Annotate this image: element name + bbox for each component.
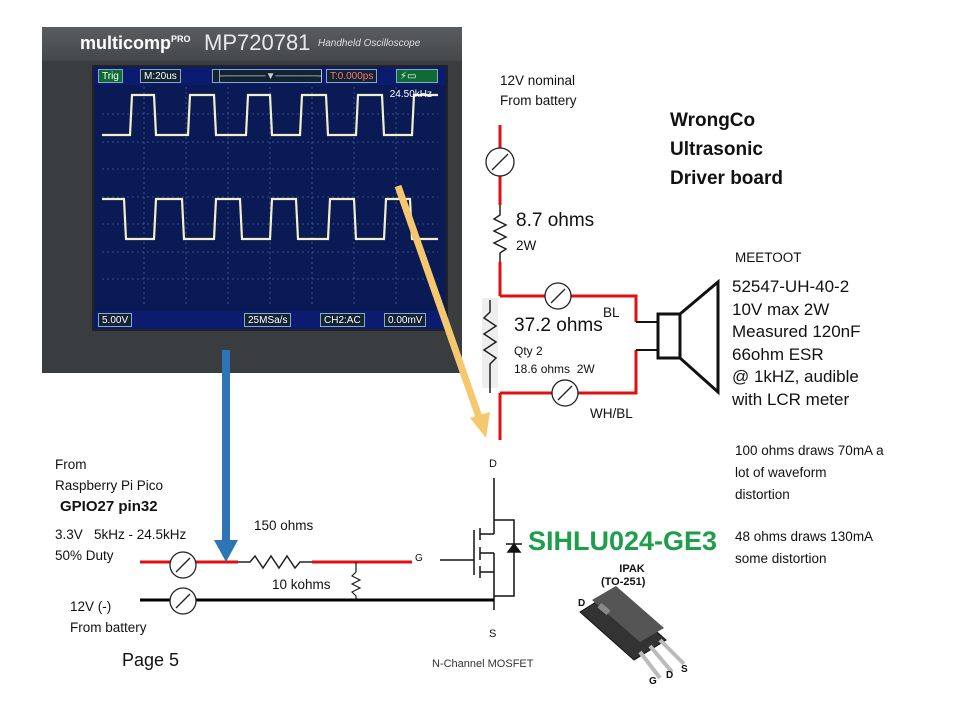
scope-brand: multicompPRO: [80, 33, 191, 53]
package-pin-g: G: [649, 676, 657, 687]
whbl-wire-label: WH/BL: [590, 406, 633, 421]
signal-spec-label: 3.3V 5kHz - 24.5kHz 50% Duty: [55, 527, 187, 563]
gpio-label: GPIO27 pin32: [60, 498, 158, 515]
sample-rate-readout: 25MSa/s: [244, 313, 292, 327]
scope-top-bar: Trig M:20us ├──────▼──────┤ T:0.000ps ⚡▭: [94, 67, 446, 85]
package-pin-s: S: [681, 664, 688, 675]
ground-label: 12V (-) From battery: [70, 599, 147, 635]
whbl-terminal: [551, 379, 579, 407]
board-title: WrongCo Ultrasonic Driver board: [670, 110, 783, 189]
package-code: (TO-251): [601, 576, 646, 588]
drain-pin-label: D: [489, 458, 497, 470]
pulldown-resistor-label: 10 kohms: [272, 577, 331, 592]
ch1-scale-readout: 5.00V: [98, 313, 133, 327]
trig-badge: Trig: [98, 69, 123, 83]
trigger-time-readout: T:0.000ps: [326, 69, 378, 83]
r2-value-label: 37.2 ohms: [514, 315, 603, 336]
oscilloscope-photo: multicompPRO MP720781 Handheld Oscillosc…: [42, 27, 462, 373]
battery-icon: ⚡▭: [396, 69, 438, 83]
note-100-ohms: 100 ohms draws 70mA a lot of waveform di…: [735, 443, 884, 502]
gate-terminal: [169, 551, 197, 579]
supply-label: 12V nominal From battery: [500, 73, 577, 108]
bl-terminal: [544, 282, 572, 310]
speaker-brand-label: MEETOOT: [735, 250, 802, 265]
scope-model: MP720781: [204, 30, 311, 55]
ch2-value-readout: 0.00mV: [384, 313, 427, 327]
ch2-scale-readout: CH2:AC: [320, 313, 365, 327]
mosfet-part-number: SIHLU024-GE3: [528, 526, 718, 556]
resistor-10-kohm: [350, 571, 362, 600]
frequency-readout: 24.50kHz: [389, 89, 432, 100]
ipak-package-image: [579, 586, 686, 680]
yellow-arrow: [394, 184, 490, 438]
gate-resistor-label: 150 ohms: [254, 518, 314, 533]
package-pin-d: D: [578, 598, 586, 609]
page-number: Page 5: [122, 650, 180, 670]
scope-screen: Trig M:20us ├──────▼──────┤ T:0.000ps ⚡▭: [92, 65, 448, 331]
speaker-icon: [656, 278, 720, 396]
blue-arrow: [214, 350, 238, 562]
r2-detail-label: Qty 2 18.6 ohms 2W: [514, 344, 595, 376]
timebase-readout: M:20us: [140, 69, 181, 83]
note-48-ohms: 48 ohms draws 130mA some distortion: [735, 529, 874, 566]
package-pin-d2: D: [666, 670, 674, 681]
scope-waveforms: [102, 87, 438, 307]
memory-bar: ├──────▼──────┤: [212, 69, 325, 83]
mosfet-symbol: [440, 519, 522, 610]
scope-plot: 24.50kHz: [102, 87, 438, 307]
scope-header: multicompPRO MP720781 Handheld Oscillosc…: [42, 27, 462, 61]
scope-bottom-bar: 5.00V 25MSa/s CH2:AC 0.00mV: [94, 311, 446, 329]
gate-pin-label: G: [415, 553, 423, 564]
resistor-37-2-ohm: [482, 300, 498, 388]
mosfet-type-label: N-Channel MOSFET: [432, 658, 534, 670]
r1-power-label: 2W: [516, 238, 537, 253]
ground-terminal: [169, 587, 197, 615]
bl-wire-label: BL: [603, 305, 620, 320]
pico-source-label: From Raspberry Pi Pico: [55, 457, 164, 493]
source-pin-label: S: [489, 628, 497, 640]
scope-subtitle: Handheld Oscilloscope: [318, 38, 421, 49]
r1-value-label: 8.7 ohms: [516, 210, 595, 231]
package-name: IPAK: [619, 563, 645, 575]
supply-terminal: [485, 147, 515, 177]
resistor-8-7-ohm: [492, 205, 508, 262]
resistor-150-ohm: [238, 554, 312, 570]
speaker-spec-label: 52547-UH-40-2 10V max 2W Measured 120nF …: [732, 277, 861, 409]
